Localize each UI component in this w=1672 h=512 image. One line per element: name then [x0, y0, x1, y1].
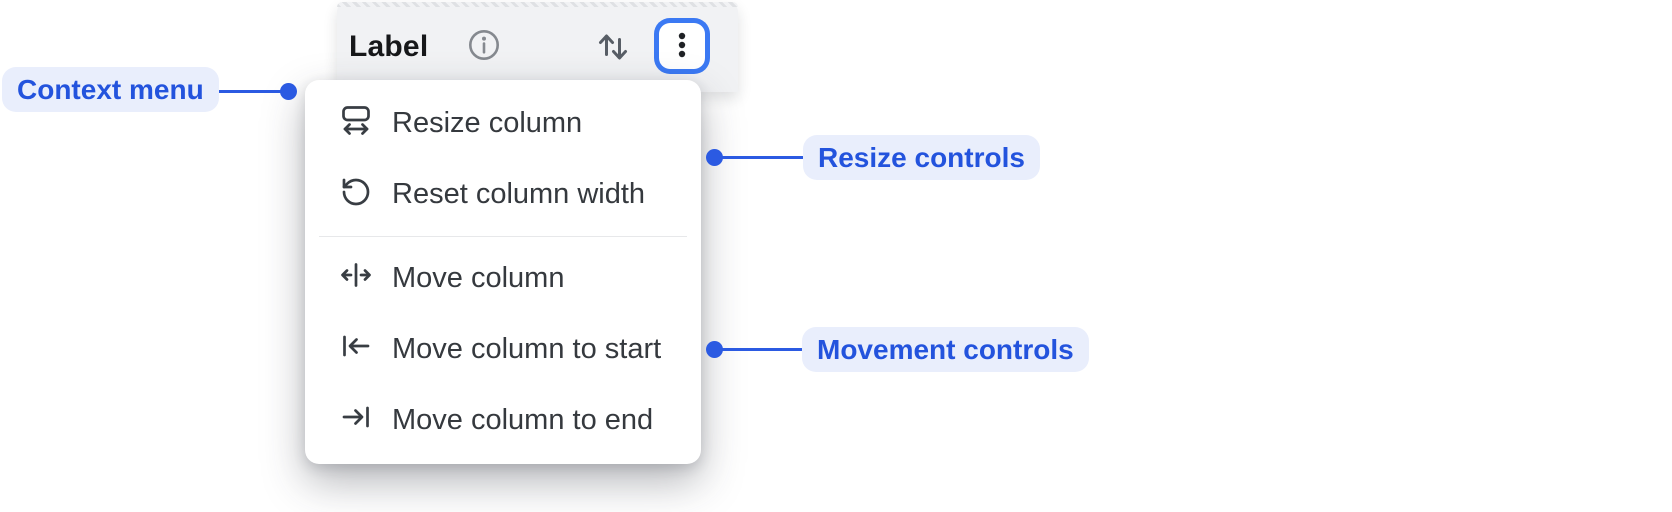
column-menu-button[interactable] [659, 23, 705, 69]
resize-column-icon [338, 102, 374, 146]
sort-icon[interactable] [595, 28, 631, 66]
resize-controls-connector-dot [706, 149, 723, 166]
resize-controls-connector-line [714, 156, 804, 159]
column-title: Label [349, 30, 429, 63]
context-menu-connector-dot [280, 83, 297, 100]
menu-divider [319, 236, 687, 237]
menu-item-label: Resize column [392, 107, 583, 139]
move-column-to-start-icon [338, 328, 374, 372]
annotation-movement-controls: Movement controls [802, 327, 1089, 372]
movement-controls-connector-line [714, 348, 803, 351]
cropped-edge-hatch [337, 2, 738, 7]
annotation-resize-controls: Resize controls [803, 135, 1040, 180]
menu-item-resize-column[interactable]: Resize column [305, 88, 701, 159]
move-column-to-end-icon [338, 399, 374, 443]
info-icon[interactable] [467, 28, 501, 62]
reset-column-width-icon [338, 173, 374, 217]
menu-item-move-column-to-start[interactable]: Move column to start [305, 314, 701, 385]
kebab-menu-icon [659, 22, 705, 71]
move-column-icon [338, 257, 374, 301]
table-column-header: Label [337, 2, 738, 92]
menu-item-label: Move column to end [392, 404, 654, 436]
movement-controls-connector-dot [706, 341, 723, 358]
menu-item-label: Move column [392, 262, 565, 294]
context-menu-connector-line [202, 90, 289, 93]
menu-item-reset-column-width[interactable]: Reset column width [305, 159, 701, 230]
menu-item-move-column-to-end[interactable]: Move column to end [305, 385, 701, 456]
annotation-context-menu: Context menu [2, 67, 219, 112]
menu-item-label: Reset column width [392, 178, 646, 210]
context-menu: Resize column Reset column width [305, 80, 701, 464]
menu-item-move-column[interactable]: Move column [305, 243, 701, 314]
menu-item-label: Move column to start [392, 333, 662, 365]
